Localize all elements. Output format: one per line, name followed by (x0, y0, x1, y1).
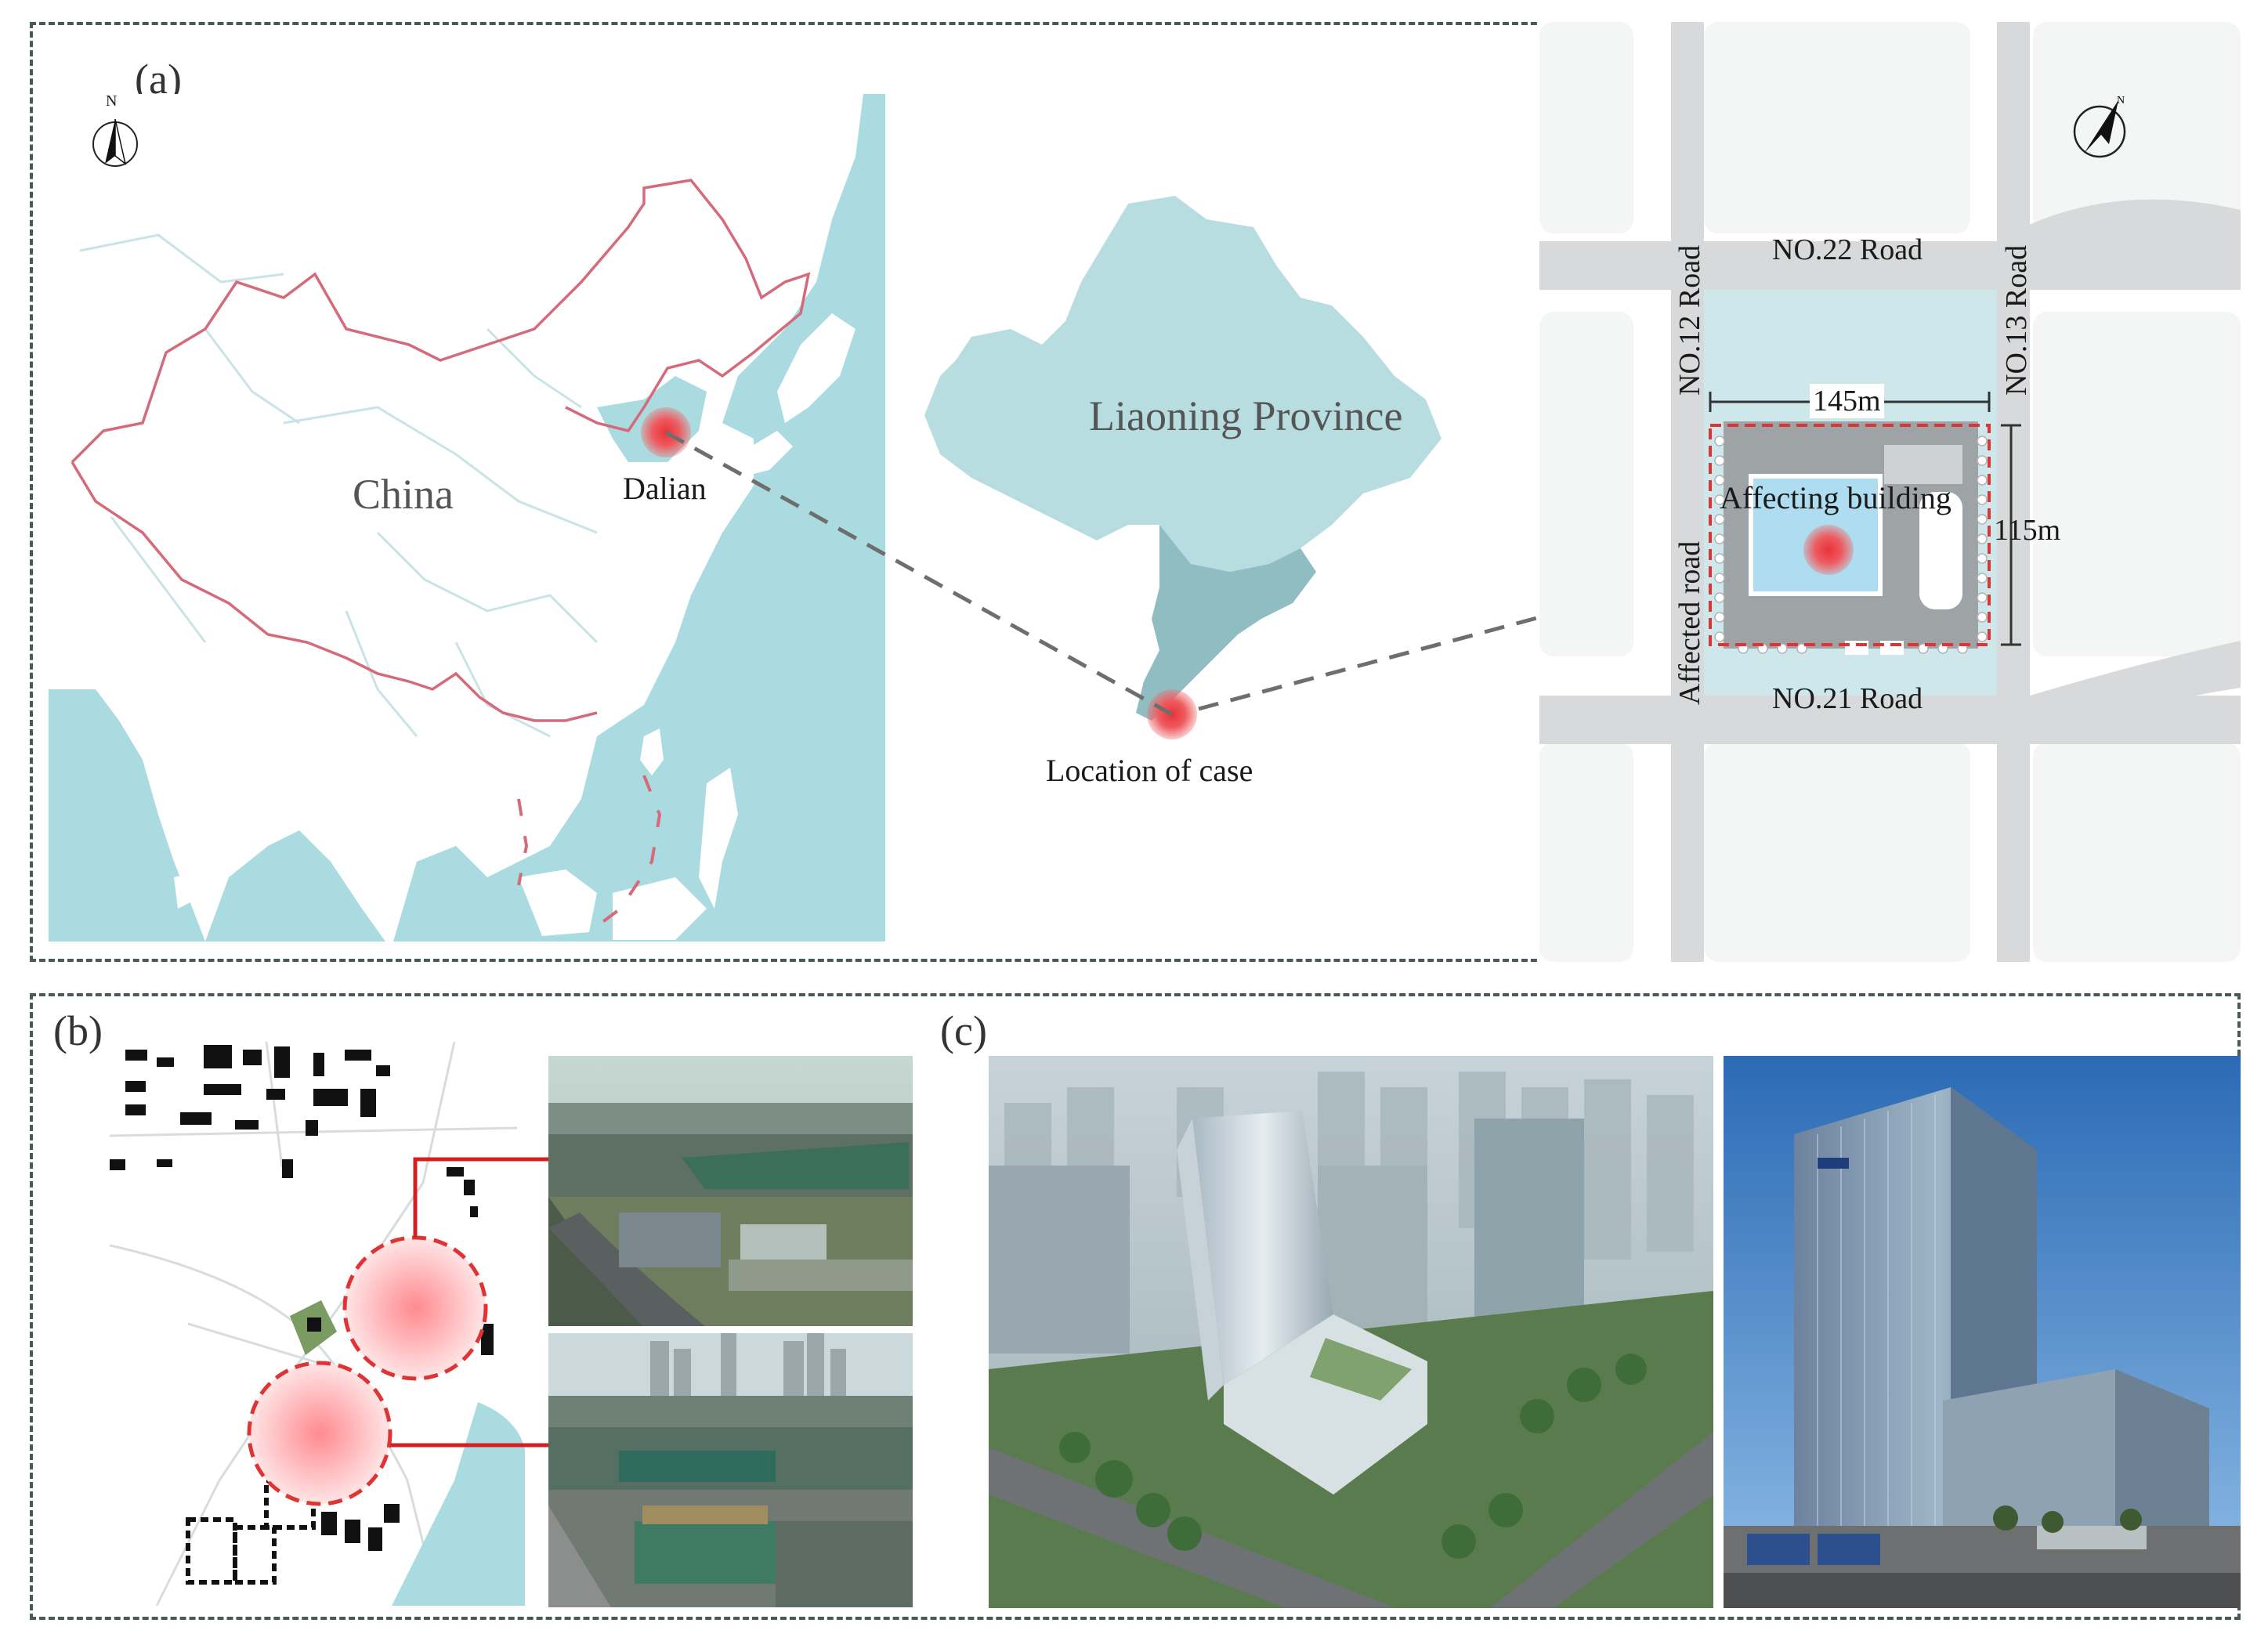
site-photo-1 (548, 1056, 913, 1326)
road-label-no21: NO.21 Road (1772, 682, 1923, 715)
liaoning-map (924, 196, 1441, 721)
svg-text:N: N (2117, 95, 2125, 107)
affecting-building-label: Affecting building (1720, 480, 1951, 515)
case-location-label: Location of case (1046, 753, 1253, 788)
china-map (49, 94, 885, 942)
compass-icon: N (2073, 95, 2126, 158)
dim-height-label: 115m (1994, 514, 2061, 547)
road-label-no12: NO.12 Road (1673, 244, 1706, 396)
panel-b-label: (b) (53, 1007, 103, 1054)
china-label: China (353, 471, 454, 518)
dim-width-label: 145m (1810, 384, 1884, 418)
site-marker-icon (1803, 525, 1854, 575)
site-plan-map (1539, 22, 2241, 962)
north-arrow-letter: N (106, 92, 118, 110)
road-label-affected: Affected road (1673, 540, 1706, 705)
panel-c-label: (c) (940, 1007, 987, 1054)
building-photo (1724, 1056, 2241, 1608)
road-label-no13: NO.13 Road (2000, 244, 2033, 396)
north-arrow-icon (92, 118, 138, 167)
liaoning-label: Liaoning Province (1089, 392, 1403, 439)
dalian-label: Dalian (623, 471, 707, 506)
building-rendering (989, 1056, 1713, 1608)
road-label-no22: NO.22 Road (1772, 233, 1923, 266)
site-photo-2 (548, 1333, 913, 1607)
panel-b-figure-ground-map (110, 1042, 548, 1606)
